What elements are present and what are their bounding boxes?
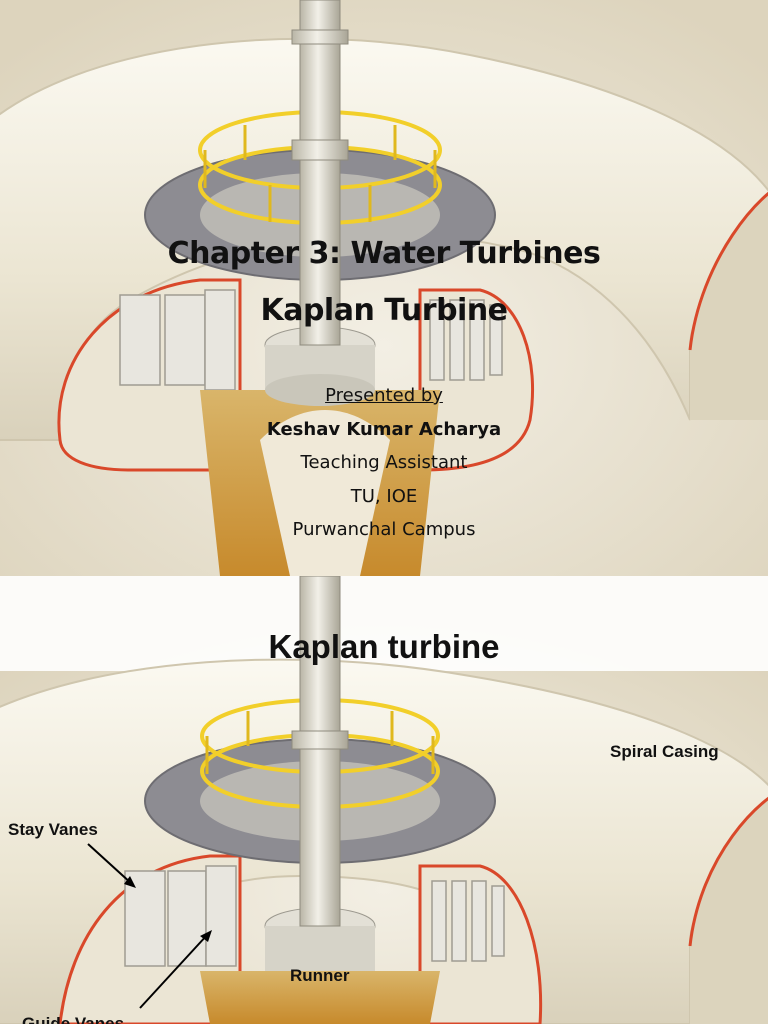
slide-title: Chapter 3: Water Turbines xyxy=(167,236,601,271)
campus: Purwanchal Campus xyxy=(292,519,476,540)
kaplan-turbine-diagram xyxy=(0,576,768,1024)
slide-title: Kaplan turbine xyxy=(268,628,500,665)
institution: TU, IOE xyxy=(350,486,418,507)
slide-subtitle: Kaplan Turbine xyxy=(260,293,508,328)
presenter-role: Teaching Assistant xyxy=(300,452,468,473)
kaplan-turbine-illustration xyxy=(0,0,768,576)
title-slide: Chapter 3: Water Turbines Kaplan Turbine… xyxy=(0,0,768,576)
guide-vanes-label: Guide Vanes xyxy=(22,1014,125,1024)
presenter-name: Keshav Kumar Acharya xyxy=(266,419,502,440)
diagram-slide: Kaplan turbine Spiral Casing Stay Vanes … xyxy=(0,576,768,1024)
presented-by-label: Presented by xyxy=(325,385,443,406)
stay-vanes-label: Stay Vanes xyxy=(8,820,98,839)
spiral-casing-label: Spiral Casing xyxy=(610,742,719,761)
runner-label: Runner xyxy=(290,966,350,985)
